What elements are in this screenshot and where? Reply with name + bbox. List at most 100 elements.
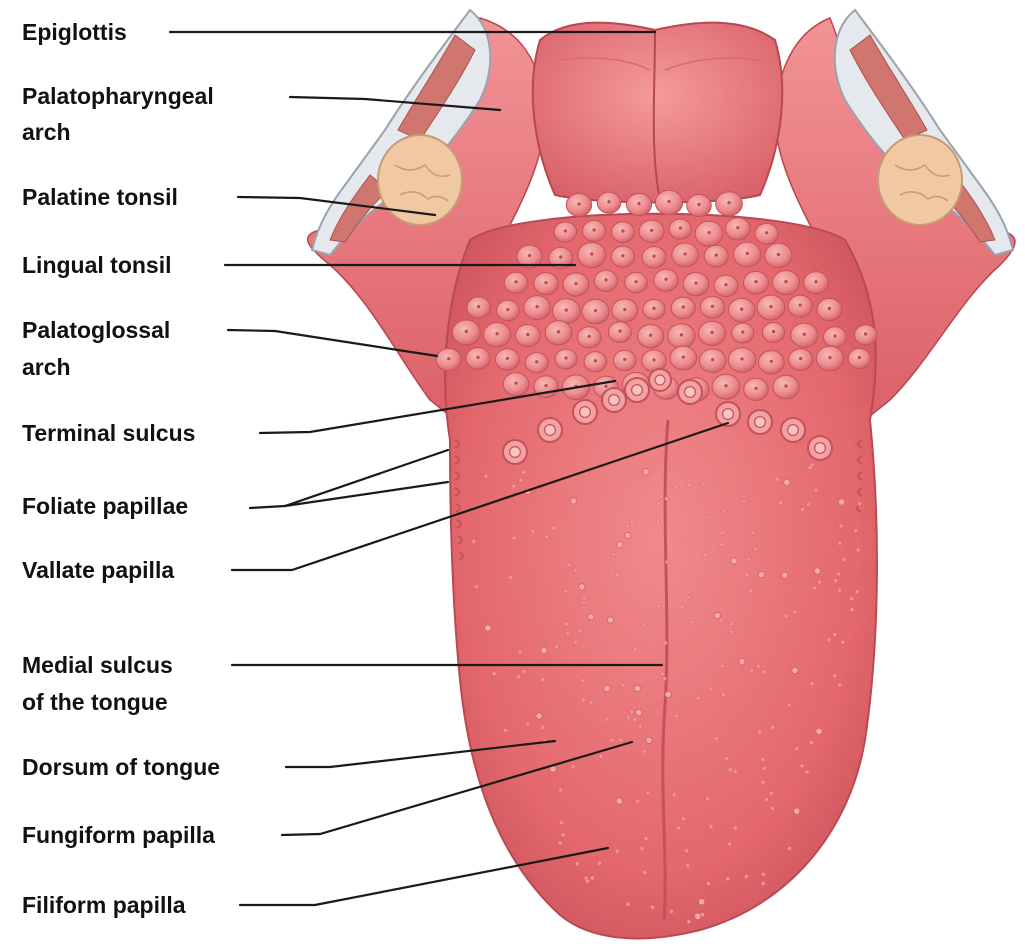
filiform-papilla bbox=[686, 864, 690, 868]
fungiform-papilla bbox=[536, 713, 542, 719]
filiform-papilla bbox=[545, 535, 549, 539]
filiform-papilla bbox=[582, 596, 586, 600]
nodule-crypt bbox=[477, 305, 480, 308]
filiform-papilla bbox=[516, 675, 520, 679]
nodule-crypt bbox=[682, 355, 685, 358]
filiform-papilla bbox=[795, 747, 799, 751]
nodule-crypt bbox=[770, 360, 773, 363]
nodule-crypt bbox=[594, 359, 597, 362]
nodule-crypt bbox=[667, 200, 670, 203]
nodule-crypt bbox=[746, 252, 749, 255]
filiform-papilla bbox=[841, 640, 845, 644]
filiform-papilla bbox=[644, 837, 648, 841]
label-epiglottis: Epiglottis bbox=[22, 19, 127, 45]
vallate-papilla-center bbox=[510, 447, 521, 458]
fungiform-papilla bbox=[794, 808, 800, 814]
nodule-crypt bbox=[682, 305, 685, 308]
nodule-crypt bbox=[803, 333, 806, 336]
nodule-crypt bbox=[564, 356, 567, 359]
nodule-crypt bbox=[594, 309, 597, 312]
filiform-papilla bbox=[724, 756, 728, 760]
fungiform-papilla bbox=[792, 667, 798, 673]
filiform-papilla bbox=[762, 670, 766, 674]
filiform-papilla bbox=[706, 882, 710, 886]
filiform-papilla bbox=[519, 478, 523, 482]
filiform-papilla bbox=[850, 608, 854, 612]
filiform-papilla bbox=[484, 474, 488, 478]
filiform-papilla bbox=[769, 791, 773, 795]
nodule-crypt bbox=[623, 358, 626, 361]
vallate-papilla-center bbox=[580, 407, 591, 418]
vallate-papilla-center bbox=[655, 375, 665, 385]
nodule-crypt bbox=[710, 331, 713, 334]
nodule-crypt bbox=[740, 357, 743, 360]
label-lingual-tonsil: Lingual tonsil bbox=[22, 252, 172, 278]
filiform-papilla bbox=[586, 879, 590, 883]
nodule-crypt bbox=[476, 356, 479, 359]
filiform-papilla bbox=[504, 728, 508, 732]
nodule-crypt bbox=[754, 387, 757, 390]
nodule-crypt bbox=[637, 202, 640, 205]
fungiform-papilla bbox=[579, 584, 585, 590]
filiform-papilla bbox=[756, 664, 760, 668]
nodule-crypt bbox=[506, 308, 509, 311]
filiform-papilla bbox=[800, 764, 804, 768]
filiform-papilla bbox=[722, 693, 726, 697]
label-palatoglossal-arch-line1: Palatoglossal bbox=[22, 317, 170, 343]
nodule-crypt bbox=[544, 281, 547, 284]
filiform-papilla bbox=[642, 749, 646, 753]
filiform-papilla bbox=[559, 821, 563, 825]
filiform-papilla bbox=[589, 701, 593, 705]
filiform-papilla bbox=[475, 585, 479, 589]
filiform-papilla bbox=[751, 531, 755, 535]
filiform-papilla bbox=[564, 622, 568, 626]
filiform-papilla bbox=[720, 664, 724, 668]
nodule-crypt bbox=[506, 357, 509, 360]
nodule-crypt bbox=[697, 203, 700, 206]
right-palatine-tonsil bbox=[878, 135, 962, 225]
filiform-papilla bbox=[642, 623, 646, 627]
filiform-papilla bbox=[771, 725, 775, 729]
filiform-papilla bbox=[599, 754, 603, 758]
fungiform-papilla bbox=[838, 499, 844, 505]
nodule-crypt bbox=[577, 202, 580, 205]
fungiform-papilla bbox=[604, 685, 610, 691]
vallate-papilla-center bbox=[609, 395, 620, 406]
filiform-papilla bbox=[630, 710, 634, 714]
filiform-papilla bbox=[615, 849, 619, 853]
filiform-papilla bbox=[728, 768, 732, 772]
filiform-papilla bbox=[650, 905, 654, 909]
filiform-papilla bbox=[784, 614, 788, 618]
nodule-crypt bbox=[528, 254, 531, 257]
nodule-crypt bbox=[769, 305, 772, 308]
epiglottis bbox=[533, 23, 782, 203]
nodule-crypt bbox=[588, 335, 591, 338]
filiform-papilla bbox=[787, 703, 791, 707]
filiform-papilla bbox=[747, 558, 751, 562]
filiform-papilla bbox=[720, 543, 724, 547]
filiform-papilla bbox=[659, 495, 663, 499]
label-foliate-papillae: Foliate papillae bbox=[22, 493, 188, 519]
vallate-papilla-center bbox=[815, 443, 826, 454]
filiform-papilla bbox=[526, 722, 530, 726]
nodule-crypt bbox=[777, 253, 780, 256]
filiform-papilla bbox=[664, 641, 668, 645]
nodule-crypt bbox=[679, 226, 682, 229]
nodule-crypt bbox=[526, 333, 529, 336]
label-fungiform-papilla: Fungiform papilla bbox=[22, 822, 215, 848]
filiform-papilla bbox=[761, 881, 765, 885]
label-palatoglossal-arch-line2: arch bbox=[22, 354, 71, 380]
nodule-crypt bbox=[557, 330, 560, 333]
filiform-papilla bbox=[690, 620, 694, 624]
nodule-crypt bbox=[652, 255, 655, 258]
nodule-crypt bbox=[593, 228, 596, 231]
filiform-papilla bbox=[838, 588, 842, 592]
nodule-crypt bbox=[864, 332, 867, 335]
filiform-papilla bbox=[719, 618, 723, 622]
filiform-papilla bbox=[640, 847, 644, 851]
filiform-papilla bbox=[729, 630, 733, 634]
filiform-papilla bbox=[541, 725, 545, 729]
nodule-crypt bbox=[708, 231, 711, 234]
filiform-papilla bbox=[633, 648, 637, 652]
filiform-papilla bbox=[818, 580, 822, 584]
